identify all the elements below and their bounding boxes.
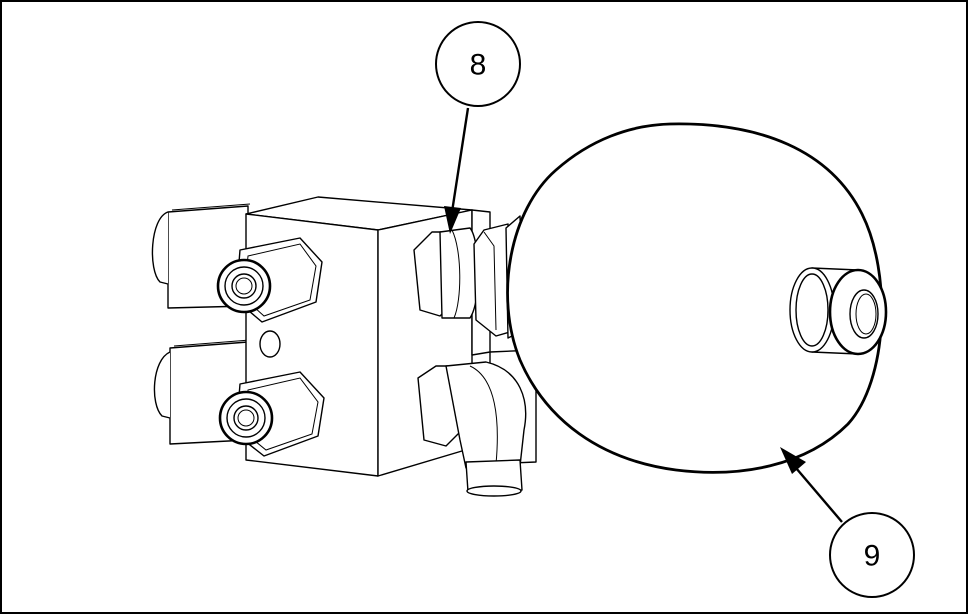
callout-9-label: 9 xyxy=(864,540,881,573)
accumulator-body xyxy=(506,122,884,474)
callout-9-arrowhead-icon xyxy=(780,447,806,474)
callout-9-leader xyxy=(795,467,843,523)
side-port-fitting xyxy=(413,223,511,337)
accumulator-sphere xyxy=(505,122,888,474)
callout-8: 8 xyxy=(435,21,521,234)
lower-hex-fitting xyxy=(218,371,325,457)
callout-9: 9 xyxy=(780,447,915,598)
callout-9-circle xyxy=(829,512,915,598)
upper-hex-fitting xyxy=(216,237,323,323)
callout-8-arrowhead-icon xyxy=(444,206,461,234)
callout-8-label: 8 xyxy=(470,49,487,82)
callout-8-leader xyxy=(450,107,470,213)
callout-8-circle xyxy=(435,21,521,107)
mounting-hole-icon xyxy=(259,330,281,358)
elbow-fitting xyxy=(417,361,527,497)
